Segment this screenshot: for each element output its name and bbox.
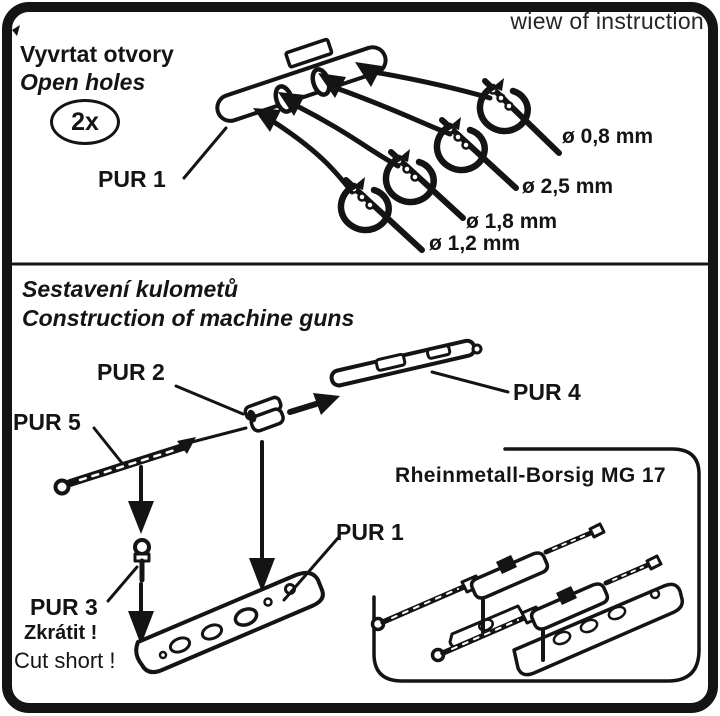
cut-note-en: Cut short !: [14, 648, 116, 673]
part-pur3-pin: [133, 538, 151, 583]
drill-diameter-1-8: ø 1,8 mm: [466, 210, 558, 233]
assembled-gun-b: [430, 554, 663, 663]
drill-1-8mm: [382, 149, 466, 221]
inset-caption: Rheinmetall-Borsig MG 17: [395, 464, 666, 487]
scan-speck: [12, 25, 20, 36]
part-pur1-base: [134, 570, 325, 675]
quantity-badge: 2x: [50, 99, 120, 145]
cut-note-cs: Zkrátit !: [24, 622, 98, 644]
down-arrow-icon: [128, 465, 154, 534]
part-pur5-barrel: [53, 426, 248, 496]
pur5-label: PUR 5: [13, 409, 81, 435]
drill-bits: [337, 78, 562, 253]
insert-arrow-icon: [287, 393, 340, 415]
open-holes-title-cs: Vyvrtat otvory: [20, 41, 174, 67]
pur4-label: PUR 4: [513, 379, 581, 405]
pur3-leader-line: [106, 565, 139, 603]
pur5-leader-line: [92, 426, 124, 465]
assembly-title-en: Construction of machine guns: [22, 305, 355, 331]
assembled-gun-a: [370, 522, 606, 634]
part-pur1-bar: [215, 37, 388, 123]
pur3-label: PUR 3: [30, 594, 98, 620]
drill-1-2mm: [337, 177, 425, 253]
open-holes-title-en: Open holes: [20, 69, 146, 95]
finished-assembly-inset-box: [372, 447, 701, 683]
part-pur4-receiver: [329, 338, 483, 388]
pur1-leader-line: [182, 126, 228, 180]
drill-diameter-2-5: ø 2,5 mm: [522, 175, 614, 198]
part-pur2-clamp: [243, 395, 285, 433]
down-arrow-long-icon: [249, 440, 275, 592]
open-holes-diagram: [182, 37, 562, 253]
drill-diameter-1-2: ø 1,2 mm: [429, 232, 521, 255]
pur1-bottom-leader-line: [282, 536, 340, 602]
assembly-diagram: [53, 338, 701, 683]
pur1-bottom-label: PUR 1: [336, 519, 404, 545]
down-arrow-icon-2: [128, 582, 154, 645]
pur2-label: PUR 2: [97, 359, 165, 385]
watermark-text: wiew of instruction: [510, 8, 704, 34]
pur4-leader-line: [430, 370, 510, 394]
assembly-title-cs: Sestavení kulometů: [22, 276, 239, 302]
pur1-top-label: PUR 1: [98, 166, 166, 192]
quantity-badge-text: 2x: [71, 107, 99, 136]
drill-0-8mm: [476, 78, 562, 156]
finished-assembly-illustration: [370, 522, 685, 677]
drill-2-5mm: [433, 117, 519, 191]
drill-diameter-0-8: ø 0,8 mm: [562, 125, 654, 148]
pur2-leader-line: [174, 384, 245, 416]
